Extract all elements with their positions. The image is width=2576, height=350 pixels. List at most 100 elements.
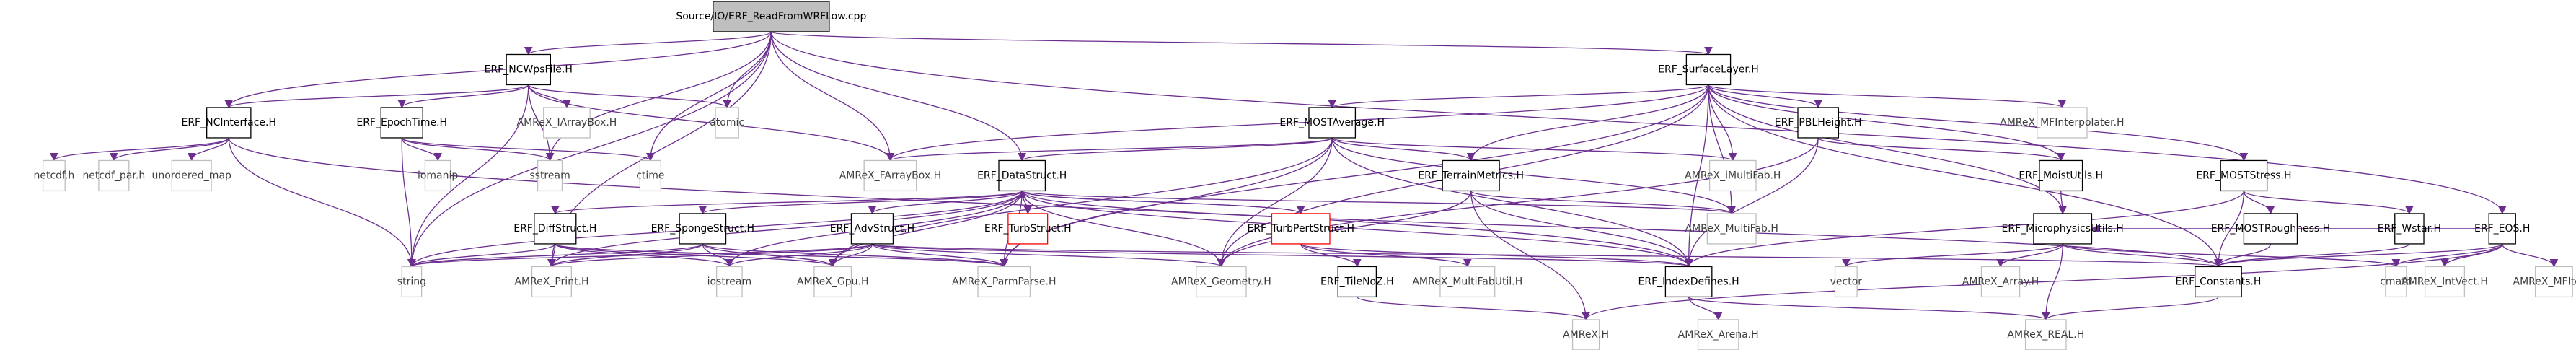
node-cmath[interactable]: cmath — [2380, 266, 2412, 298]
node-string[interactable]: string — [397, 266, 426, 298]
node-real[interactable]: AMReX_REAL.H — [2007, 319, 2084, 350]
node-label: netcdf.h — [33, 170, 74, 181]
edge-pbl-to-moist — [1817, 137, 2065, 162]
node-label: ERF_AdvStruct.H — [830, 223, 914, 235]
node-box — [537, 159, 563, 192]
node-turb[interactable]: ERF_TurbStruct.H — [984, 213, 1072, 245]
node-box — [1980, 266, 2021, 298]
node-epoch[interactable]: ERF_EpochTime.H — [356, 107, 447, 139]
edge-surf-to-mf — [1708, 84, 1737, 215]
edge-pbl-to-index — [1684, 137, 1819, 268]
node-ctime[interactable]: ctime — [636, 159, 665, 192]
edge-surf-to-consts — [1708, 84, 2223, 268]
node-box — [1834, 266, 1858, 298]
edge-terrain-to-mf — [1470, 190, 1736, 215]
node-mf[interactable]: AMReX_MultiFab.H — [1685, 213, 1778, 245]
node-intvect[interactable]: AMReX_IntVect.H — [2401, 266, 2488, 298]
node-label: string — [397, 276, 426, 287]
node-label: ctime — [636, 170, 664, 181]
node-atomic[interactable]: atomic — [710, 107, 744, 139]
node-root[interactable]: Source/IO/ERF_ReadFromWRFLow.cpp — [676, 1, 866, 32]
node-label: AMReX_Gpu.H — [797, 276, 869, 287]
node-label: AMReX_Print.H — [514, 276, 588, 287]
node-sponge[interactable]: ERF_SpongeStruct.H — [651, 213, 755, 245]
node-sstream[interactable]: sstream — [529, 159, 570, 192]
node-box — [1007, 213, 1049, 245]
node-imf[interactable]: AMReX_iMultiFab.H — [1685, 159, 1781, 192]
edge-surf-to-imf — [1708, 84, 1737, 162]
node-surf[interactable]: ERF_SurfaceLayer.H — [1658, 53, 1759, 86]
edge-surf-to-moststress — [1708, 84, 2249, 162]
node-farr[interactable]: AMReX_FArrayBox.H — [839, 159, 941, 192]
node-amrexh[interactable]: AMReX.H — [1563, 319, 1609, 350]
node-index[interactable]: ERF_IndexDefines.H — [1638, 266, 1739, 298]
node-pbl[interactable]: ERF_PBLHeight.H — [1775, 107, 1862, 139]
edge-eos-to-amrexh — [1582, 243, 2503, 321]
node-moist[interactable]: ERF_MoistUtils.H — [2019, 159, 2103, 192]
node-wstar[interactable]: ERF_Wstar.H — [2378, 213, 2441, 245]
node-box — [531, 266, 572, 298]
node-iostream[interactable]: iostream — [707, 266, 752, 298]
node-gpu[interactable]: AMReX_Gpu.H — [797, 266, 869, 298]
node-parm[interactable]: AMReX_ParmParse.H — [952, 266, 1057, 298]
edge-ds-to-adv — [868, 190, 1023, 215]
node-vector[interactable]: vector — [1830, 266, 1863, 298]
edge-surf-to-terrain — [1466, 84, 1709, 162]
node-adv[interactable]: ERF_AdvStruct.H — [830, 213, 914, 245]
node-label: ERF_DiffStruct.H — [513, 223, 596, 235]
edge-diff-to-parm — [555, 243, 1008, 268]
node-consts[interactable]: ERF_Constants.H — [2176, 266, 2262, 298]
node-label: ERF_MoistUtils.H — [2019, 170, 2103, 181]
node-print[interactable]: AMReX_Print.H — [514, 266, 589, 298]
node-box — [716, 266, 743, 298]
node-label: AMReX_Array.H — [1962, 276, 2039, 287]
edge-surf-to-mfi — [1708, 84, 2066, 109]
node-label: ERF_DataStruct.H — [977, 170, 1067, 181]
node-label: AMReX_iMultiFab.H — [1685, 170, 1781, 181]
edge-root-to-nci — [224, 31, 772, 109]
node-netcdf[interactable]: netcdf.h — [33, 159, 74, 192]
node-umap[interactable]: unordered_map — [152, 159, 231, 192]
node-turbpert[interactable]: ERF_TurbPertStruct.H — [1247, 213, 1354, 245]
edge-root-to-atomic — [723, 31, 772, 109]
node-label: ERF_TurbStruct.H — [984, 223, 1072, 235]
edge-most-to-ds — [1018, 137, 1333, 162]
node-netcdfpar[interactable]: netcdf_par.h — [82, 159, 145, 192]
node-box — [998, 159, 1046, 192]
edge-turbpert-to-mfutil — [1300, 243, 1472, 268]
node-eos[interactable]: ERF_EOS.H — [2474, 213, 2530, 245]
node-micro[interactable]: ERF_MicrophysicsUtils.H — [2002, 213, 2124, 245]
node-arena[interactable]: AMReX_Arena.H — [1678, 319, 1759, 350]
node-label: ERF_MicrophysicsUtils.H — [2002, 223, 2124, 235]
node-array[interactable]: AMReX_Array.H — [1962, 266, 2039, 298]
node-ncwps[interactable]: ERF_NCWpsFile.H — [485, 53, 573, 86]
node-label: AMReX_IArrayBox.H — [517, 117, 617, 128]
node-label: ERF_MOSTRoughness.H — [2211, 223, 2331, 235]
node-geom[interactable]: AMReX_Geometry.H — [1171, 266, 1271, 298]
edge-micro-to-cmath — [2062, 243, 2400, 268]
node-mfutil[interactable]: AMReX_MultiFabUtil.H — [1412, 266, 1522, 298]
node-diff[interactable]: ERF_DiffStruct.H — [513, 213, 596, 245]
edge-ds-to-index — [1021, 191, 1693, 268]
node-nci[interactable]: ERF_NCInterface.H — [181, 107, 276, 139]
node-mostr[interactable]: ERF_MOSTRoughness.H — [2211, 213, 2331, 245]
edge-micro-to-consts — [2062, 243, 2223, 268]
edge-epoch-to-sstream — [401, 137, 555, 162]
edge-nci-to-netcdfpar — [110, 137, 229, 162]
edge-adv-to-string — [407, 243, 873, 268]
node-box — [863, 159, 917, 192]
node-ds[interactable]: ERF_DataStruct.H — [977, 159, 1067, 192]
edge-ds-to-mf — [1021, 190, 1736, 215]
node-most[interactable]: ERF_MOSTAverage.H — [1279, 107, 1385, 139]
node-iomanip[interactable]: iomanip — [418, 159, 458, 192]
node-box — [206, 107, 252, 139]
node-tileno[interactable]: ERF_TileNoZ.H — [1320, 266, 1394, 298]
node-label: ERF_EpochTime.H — [356, 117, 447, 128]
node-mfi[interactable]: AMReX_MFInterpolater.H — [2000, 107, 2125, 139]
node-iarr[interactable]: AMReX_IArrayBox.H — [517, 107, 617, 139]
node-label: AMReX_ParmParse.H — [952, 276, 1057, 287]
node-mfiter[interactable]: AMReX_MFIter.H — [2513, 266, 2576, 298]
node-moststress[interactable]: ERF_MOSTStress.H — [2196, 159, 2291, 192]
node-label: AMReX_Arena.H — [1678, 329, 1759, 341]
node-terrain[interactable]: ERF_TerrainMetrics.H — [1418, 159, 1524, 192]
